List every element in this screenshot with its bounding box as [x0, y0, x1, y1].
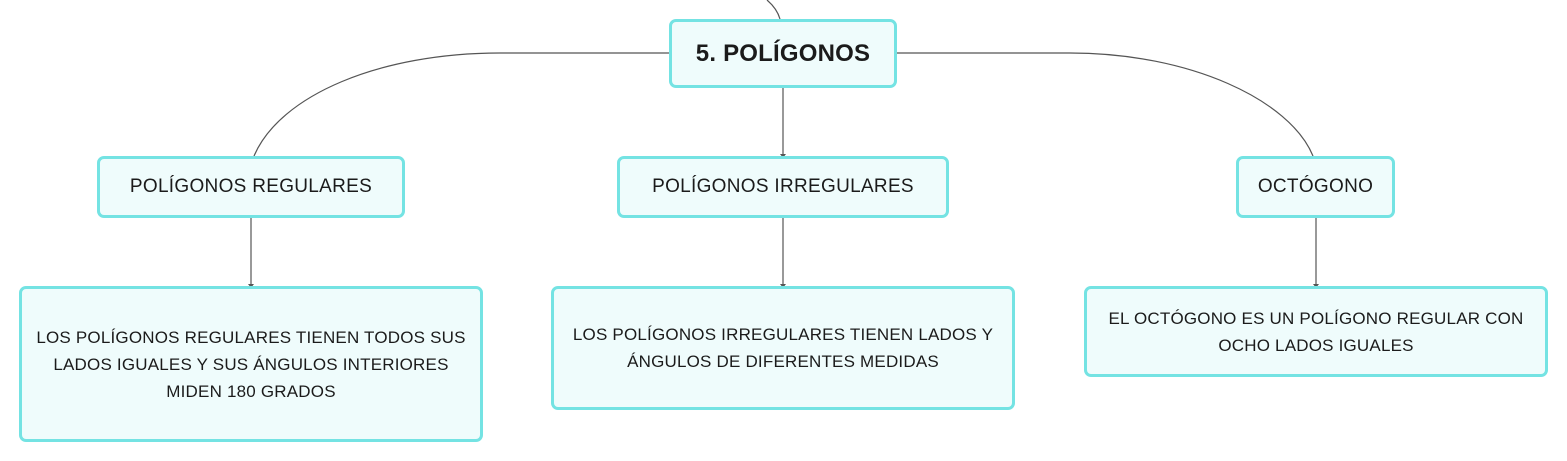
connector-parent-to-root — [766, 0, 781, 20]
detail-node-text: LOS POLÍGONOS REGULARES TIENEN TODOS SUS… — [36, 327, 466, 401]
root-node[interactable]: 5. POLÍGONOS — [669, 19, 897, 88]
detail-node-text: LOS POLÍGONOS IRREGULARES TIENEN LADOS Y… — [572, 325, 994, 371]
topic-node-label: OCTÓGONO — [1257, 176, 1374, 197]
topic-node-label: POLÍGONOS REGULARES — [129, 176, 373, 197]
root-node-label: 5. POLÍGONOS — [695, 39, 871, 67]
topic-node-label: POLÍGONOS IRREGULARES — [652, 176, 914, 197]
connector-root-to-octogono — [897, 52, 1314, 157]
detail-node-octogono[interactable]: EL OCTÓGONO ES UN POLÍGONO REGULAR CON O… — [1084, 286, 1548, 377]
connector-root-to-regulares — [253, 52, 669, 157]
detail-node-poligonos-regulares[interactable]: LOS POLÍGONOS REGULARES TIENEN TODOS SUS… — [19, 286, 483, 442]
topic-node-octogono[interactable]: OCTÓGONO — [1236, 156, 1395, 218]
topic-node-poligonos-regulares[interactable]: POLÍGONOS REGULARES — [97, 156, 405, 218]
detail-node-poligonos-irregulares[interactable]: LOS POLÍGONOS IRREGULARES TIENEN LADOS Y… — [551, 286, 1015, 410]
topic-node-poligonos-irregulares[interactable]: POLÍGONOS IRREGULARES — [617, 156, 949, 218]
detail-node-text: EL OCTÓGONO ES UN POLÍGONO REGULAR CON O… — [1108, 308, 1524, 355]
